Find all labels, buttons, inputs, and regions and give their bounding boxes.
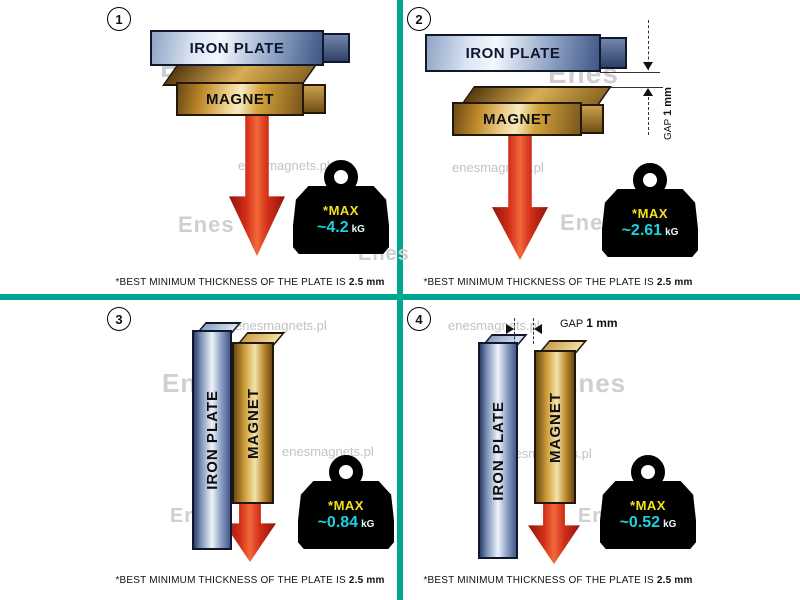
watermark-logo: Enes: [178, 212, 235, 237]
weight-icon: *MAX ~0.84 kG: [298, 455, 394, 553]
weight-body: *MAX ~2.61 kG: [602, 189, 698, 257]
magnet: MAGNET: [232, 342, 274, 504]
watermark-site: enesmagnets.pl: [235, 318, 327, 333]
iron-plate-label: IRON PLATE: [203, 390, 221, 490]
caption-bold: 2.5 mm: [656, 575, 693, 586]
gap-word: GAP: [560, 318, 584, 330]
iron-plate: IRON PLATE: [478, 342, 518, 559]
caption-text: *BEST MINIMUM THICKNESS OF THE PLATE IS: [115, 277, 346, 288]
gap-value: 1 mm: [586, 316, 618, 330]
pull-force-arrow: [229, 114, 285, 256]
caption-text: *BEST MINIMUM THICKNESS OF THE PLATE IS: [423, 575, 654, 586]
magnet-label: MAGNET: [546, 391, 564, 463]
weight-max-label: *MAX: [323, 203, 359, 218]
caption-bold: 2.5 mm: [348, 277, 385, 288]
magnet: MAGNET: [176, 82, 304, 116]
watermark-site: enesmagnets.pl: [448, 318, 540, 333]
iron-plate: IRON PLATE: [192, 330, 232, 550]
gap-tick-bottom: [610, 87, 663, 88]
weight-value-row: ~0.84 kG: [318, 514, 375, 532]
gap-arrow-down-icon: [643, 62, 653, 70]
gap-value: 1 mm: [662, 87, 674, 116]
gap-tick-top: [600, 72, 660, 73]
weight-value-row: ~4.2 kG: [317, 219, 365, 237]
panel-1: 1 Enes Enes enesmagnets.pl Enes IRON PLA…: [0, 0, 409, 294]
iron-plate-end: [597, 37, 627, 69]
panel-number: 4: [407, 307, 431, 331]
panel-number: 1: [107, 7, 131, 31]
magnet-label: MAGNET: [244, 387, 262, 459]
panel-3: 3 enesmagnets.pl enesmagnets.pl Enes Ene…: [0, 300, 397, 600]
panel-number: 3: [107, 307, 131, 331]
weight-value: ~0.52: [619, 514, 661, 531]
weight-unit: kG: [351, 224, 365, 235]
gap-dimension-line: [648, 97, 649, 135]
iron-plate: IRON PLATE: [150, 30, 324, 66]
weight-unit: kG: [361, 519, 375, 530]
panel-2: 2 Enes Enes enesmagnets.pl IRON PLATE GA…: [403, 0, 800, 294]
weight-value: ~2.61: [621, 222, 663, 239]
weight-icon: *MAX ~2.61 kG: [602, 163, 698, 261]
caption-bold: 2.5 mm: [656, 277, 693, 288]
caption-bold: 2.5 mm: [348, 575, 385, 586]
panel-4: 4 enesmagnets.pl enesmagnets.pl Enes Ene…: [403, 300, 800, 600]
weight-value: ~4.2: [317, 219, 349, 236]
gap-arrow-right-icon: [506, 324, 514, 334]
panel-number: 2: [407, 7, 431, 31]
weight-max-label: *MAX: [328, 498, 364, 513]
gap-label: GAP 1 mm: [662, 87, 674, 140]
weight-max-label: *MAX: [632, 206, 668, 221]
weight-body: *MAX ~4.2 kG: [293, 186, 389, 254]
vertical-divider: [397, 0, 403, 600]
iron-plate-end: [322, 33, 350, 63]
weight-unit: kG: [665, 227, 679, 238]
magnet-end: [578, 104, 604, 134]
weight-value-row: ~2.61 kG: [622, 222, 679, 240]
caption-text: *BEST MINIMUM THICKNESS OF THE PLATE IS: [423, 277, 654, 288]
weight-body: *MAX ~0.52 kG: [600, 481, 696, 549]
magnet: MAGNET: [452, 102, 582, 136]
weight-value: ~0.84: [317, 514, 359, 531]
weight-body: *MAX ~0.84 kG: [298, 481, 394, 549]
iron-plate: IRON PLATE: [425, 34, 601, 72]
iron-plate-label: IRON PLATE: [489, 400, 507, 501]
gap-edge-line: [514, 318, 515, 344]
weight-max-label: *MAX: [630, 498, 666, 513]
gap-word: GAP: [663, 118, 674, 140]
gap-dimension-line: [648, 20, 649, 70]
weight-unit: kG: [663, 519, 677, 530]
weight-value-row: ~0.52 kG: [620, 514, 677, 532]
gap-arrow-left-icon: [534, 324, 542, 334]
weight-icon: *MAX ~4.2 kG: [293, 160, 389, 258]
gap-edge-line: [533, 318, 534, 344]
caption-text: *BEST MINIMUM THICKNESS OF THE PLATE IS: [115, 575, 346, 586]
pull-force-arrow: [492, 134, 548, 260]
magnet: MAGNET: [534, 350, 576, 504]
horizontal-divider: [0, 294, 800, 300]
weight-icon: *MAX ~0.52 kG: [600, 455, 696, 553]
gap-arrow-up-icon: [643, 88, 653, 96]
